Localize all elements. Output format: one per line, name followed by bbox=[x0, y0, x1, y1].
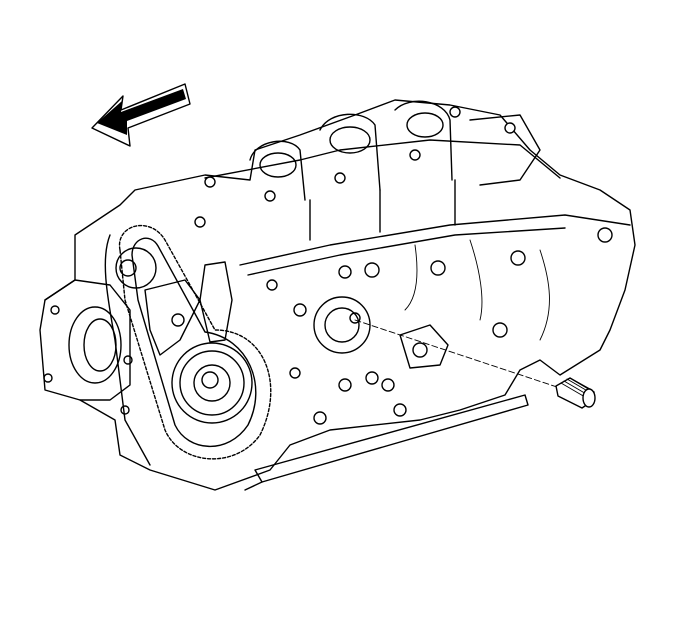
direction-arrow-icon bbox=[91, 83, 191, 147]
timing-chain-assembly bbox=[104, 224, 272, 466]
threaded-plug-icon bbox=[555, 377, 596, 409]
engine-block bbox=[39, 99, 636, 491]
plug-installation bbox=[354, 319, 596, 409]
